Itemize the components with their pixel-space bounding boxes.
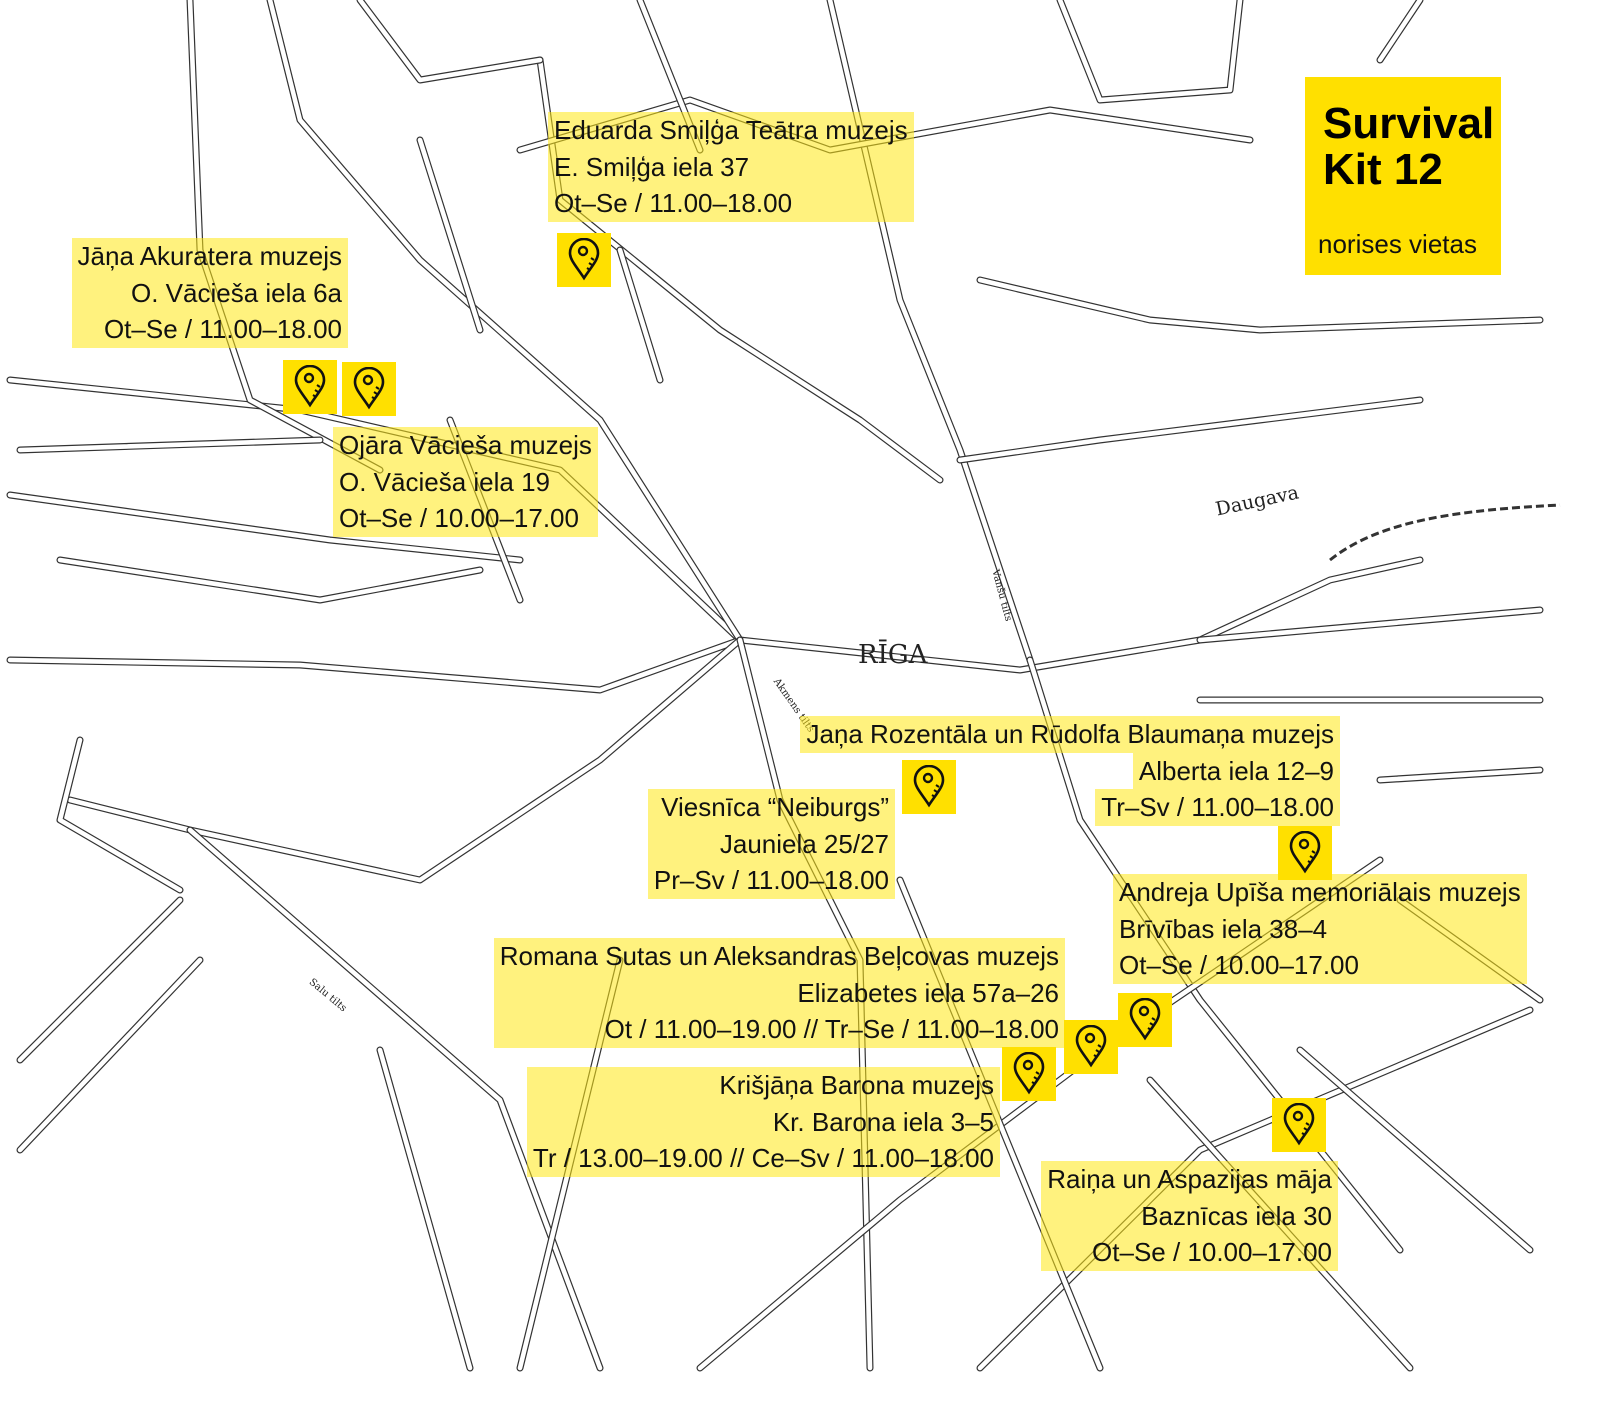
- venue-hours: Ot–Se / 10.00–17.00: [1113, 947, 1527, 984]
- road: [267, 0, 743, 643]
- venue-label-rozentals-blaumanis[interactable]: Jaņa Rozentāla un Rūdolfa Blaumaņa muzej…: [800, 716, 1340, 826]
- venue-hours: Ot–Se / 10.00–17.00: [1041, 1234, 1338, 1271]
- road: [17, 957, 203, 1153]
- road: [1057, 0, 1243, 103]
- map-pin-icon[interactable]: [1118, 993, 1172, 1047]
- railway-line: [1329, 503, 1561, 562]
- road: [17, 437, 323, 453]
- road: [977, 277, 1543, 333]
- road: [57, 737, 183, 893]
- venue-name: Krišjāņa Barona muzejs: [526, 1067, 1000, 1104]
- road: [7, 637, 743, 693]
- road: [417, 137, 483, 333]
- road: [67, 637, 743, 883]
- map-pin-icon[interactable]: [283, 360, 337, 414]
- road: [957, 397, 1423, 463]
- road: [617, 247, 663, 383]
- venue-name: Eduarda Smiļģa Teātra muzejs: [548, 112, 914, 149]
- venue-label-suta-belcova[interactable]: Romana Sutas un Aleksandras Beļcovas muz…: [493, 938, 1065, 1048]
- road: [357, 0, 543, 83]
- venue-name: Raiņa un Aspazijas māja: [1041, 1161, 1338, 1198]
- venue-hours: Tr–Sv / 11.00–18.00: [1095, 789, 1340, 826]
- map-pin-icon[interactable]: [1064, 1020, 1118, 1074]
- venue-address: E. Smiļģa iela 37: [548, 148, 914, 185]
- map-pin-icon[interactable]: [557, 233, 611, 287]
- road: [7, 492, 523, 563]
- venue-address: Jauniela 25/27: [647, 825, 895, 862]
- road: [1056, 0, 1244, 104]
- road: [17, 897, 183, 1063]
- venue-address: Alberta iela 12–9: [1132, 752, 1340, 789]
- venue-address: Elizabetes iela 57a–26: [493, 974, 1065, 1011]
- venue-name: Jaņa Rozentāla un Rūdolfa Blaumaņa muzej…: [800, 716, 1340, 753]
- venue-address: Brīvības iela 38–4: [1113, 910, 1527, 947]
- city-label: RĪGA: [858, 640, 928, 670]
- road: [1377, 0, 1423, 63]
- map-pin-icon[interactable]: [902, 760, 956, 814]
- road: [826, 0, 1034, 664]
- title-subtitle: norises vietas: [1318, 229, 1477, 259]
- venue-hours: Ot / 11.00–19.00 // Tr–Se / 11.00–18.00: [493, 1011, 1065, 1048]
- venue-hours: Ot–Se / 11.00–18.00: [548, 185, 914, 222]
- road: [7, 377, 1423, 673]
- map-pin-icon[interactable]: [1002, 1047, 1056, 1101]
- map-pin-icon[interactable]: [1278, 826, 1332, 880]
- venue-name: Ojāra Vācieša muzejs: [333, 427, 598, 464]
- venue-hours: Tr / 13.00–19.00 // Ce–Sv / 11.00–18.00: [526, 1140, 1000, 1177]
- road: [1297, 1047, 1533, 1253]
- venue-hours: Pr–Sv / 11.00–18.00: [647, 862, 895, 899]
- venue-address: Baznīcas iela 30: [1041, 1197, 1338, 1234]
- venue-name: Jāņa Akuratera muzejs: [71, 238, 348, 275]
- map-pin-icon[interactable]: [1272, 1098, 1326, 1152]
- map-pin-icon[interactable]: [342, 362, 396, 416]
- road: [187, 827, 603, 1371]
- road: [977, 1007, 1533, 1371]
- venue-name: Romana Sutas un Aleksandras Beļcovas muz…: [493, 938, 1065, 975]
- venue-address: Kr. Barona iela 3–5: [526, 1103, 1000, 1140]
- road: [6, 636, 744, 694]
- venue-hours: Ot–Se / 11.00–18.00: [71, 311, 348, 348]
- venue-address: O. Vācieša iela 6a: [71, 274, 348, 311]
- venue-address: O. Vācieša iela 19: [333, 463, 598, 500]
- road: [377, 1047, 473, 1371]
- venue-hours: Ot–Se / 10.00–17.00: [333, 500, 598, 537]
- road: [1377, 767, 1543, 783]
- road: [356, 0, 544, 84]
- road: [1197, 607, 1543, 643]
- venue-name: Viesnīca “Neiburgs”: [647, 789, 895, 826]
- venue-name: Andreja Upīša memoriālais muzejs: [1113, 874, 1527, 911]
- road: [57, 557, 483, 603]
